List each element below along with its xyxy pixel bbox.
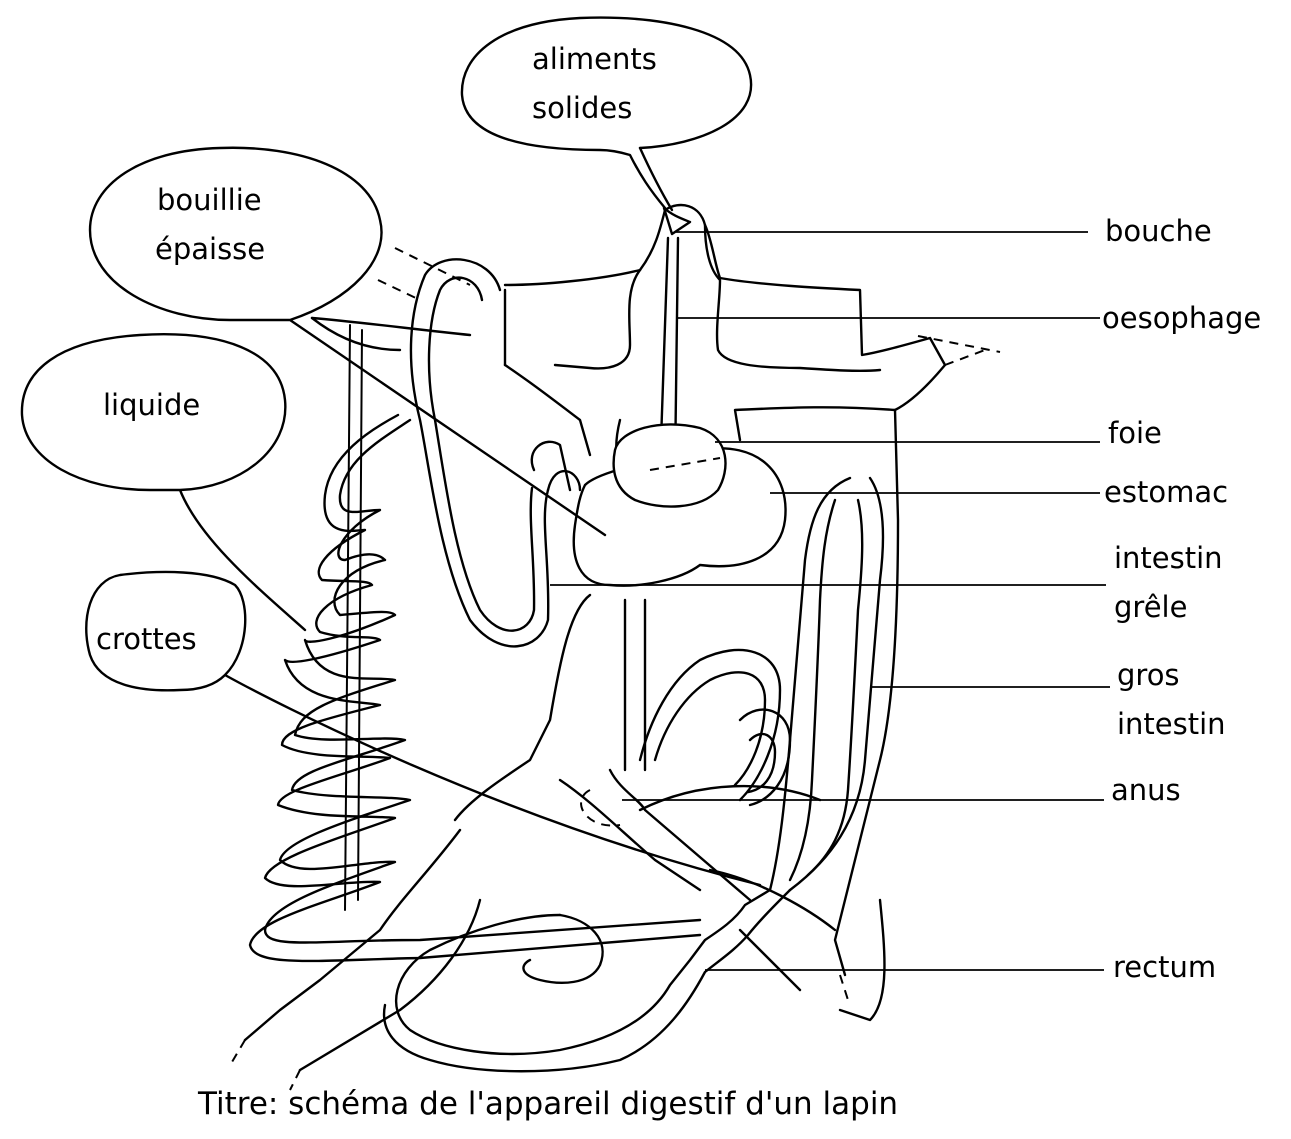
bubble-crottes (85, 570, 762, 887)
label-anus: anus (1111, 773, 1181, 807)
bubble-text-solides: solides (532, 91, 633, 125)
caecum-loop (409, 258, 582, 648)
bubble-text-liquide: liquide (103, 388, 201, 422)
bubble-text-bouillie: bouillie (157, 183, 262, 217)
label-oesophage: oesophage (1102, 301, 1262, 335)
label-bouche: bouche (1105, 214, 1212, 248)
label-intestin-grele-2: grêle (1114, 590, 1188, 624)
bubble-liquide (20, 333, 307, 632)
bubble-bouillie (88, 146, 607, 537)
large-intestine (638, 476, 885, 892)
bubble-text-crottes: crottes (96, 622, 197, 656)
rectum-tube (382, 789, 792, 1073)
label-estomac: estomac (1104, 475, 1229, 509)
label-gros-intestin-1: gros (1117, 658, 1180, 692)
label-foie: foie (1108, 416, 1162, 450)
body-outline (231, 203, 1001, 1091)
small-intestine (248, 324, 702, 963)
pointer-lines (550, 231, 1110, 971)
label-rectum: rectum (1113, 950, 1217, 984)
bubble-text-aliments: aliments (532, 42, 657, 76)
bubble-text-epaisse: épaisse (155, 232, 266, 266)
figure-title: Titre: schéma de l'appareil digestif d'u… (198, 1086, 899, 1122)
bubble-aliments (460, 16, 753, 212)
liver-shape (612, 423, 727, 508)
label-gros-intestin-2: intestin (1117, 707, 1226, 741)
label-intestin-grele-1: intestin (1114, 541, 1223, 575)
